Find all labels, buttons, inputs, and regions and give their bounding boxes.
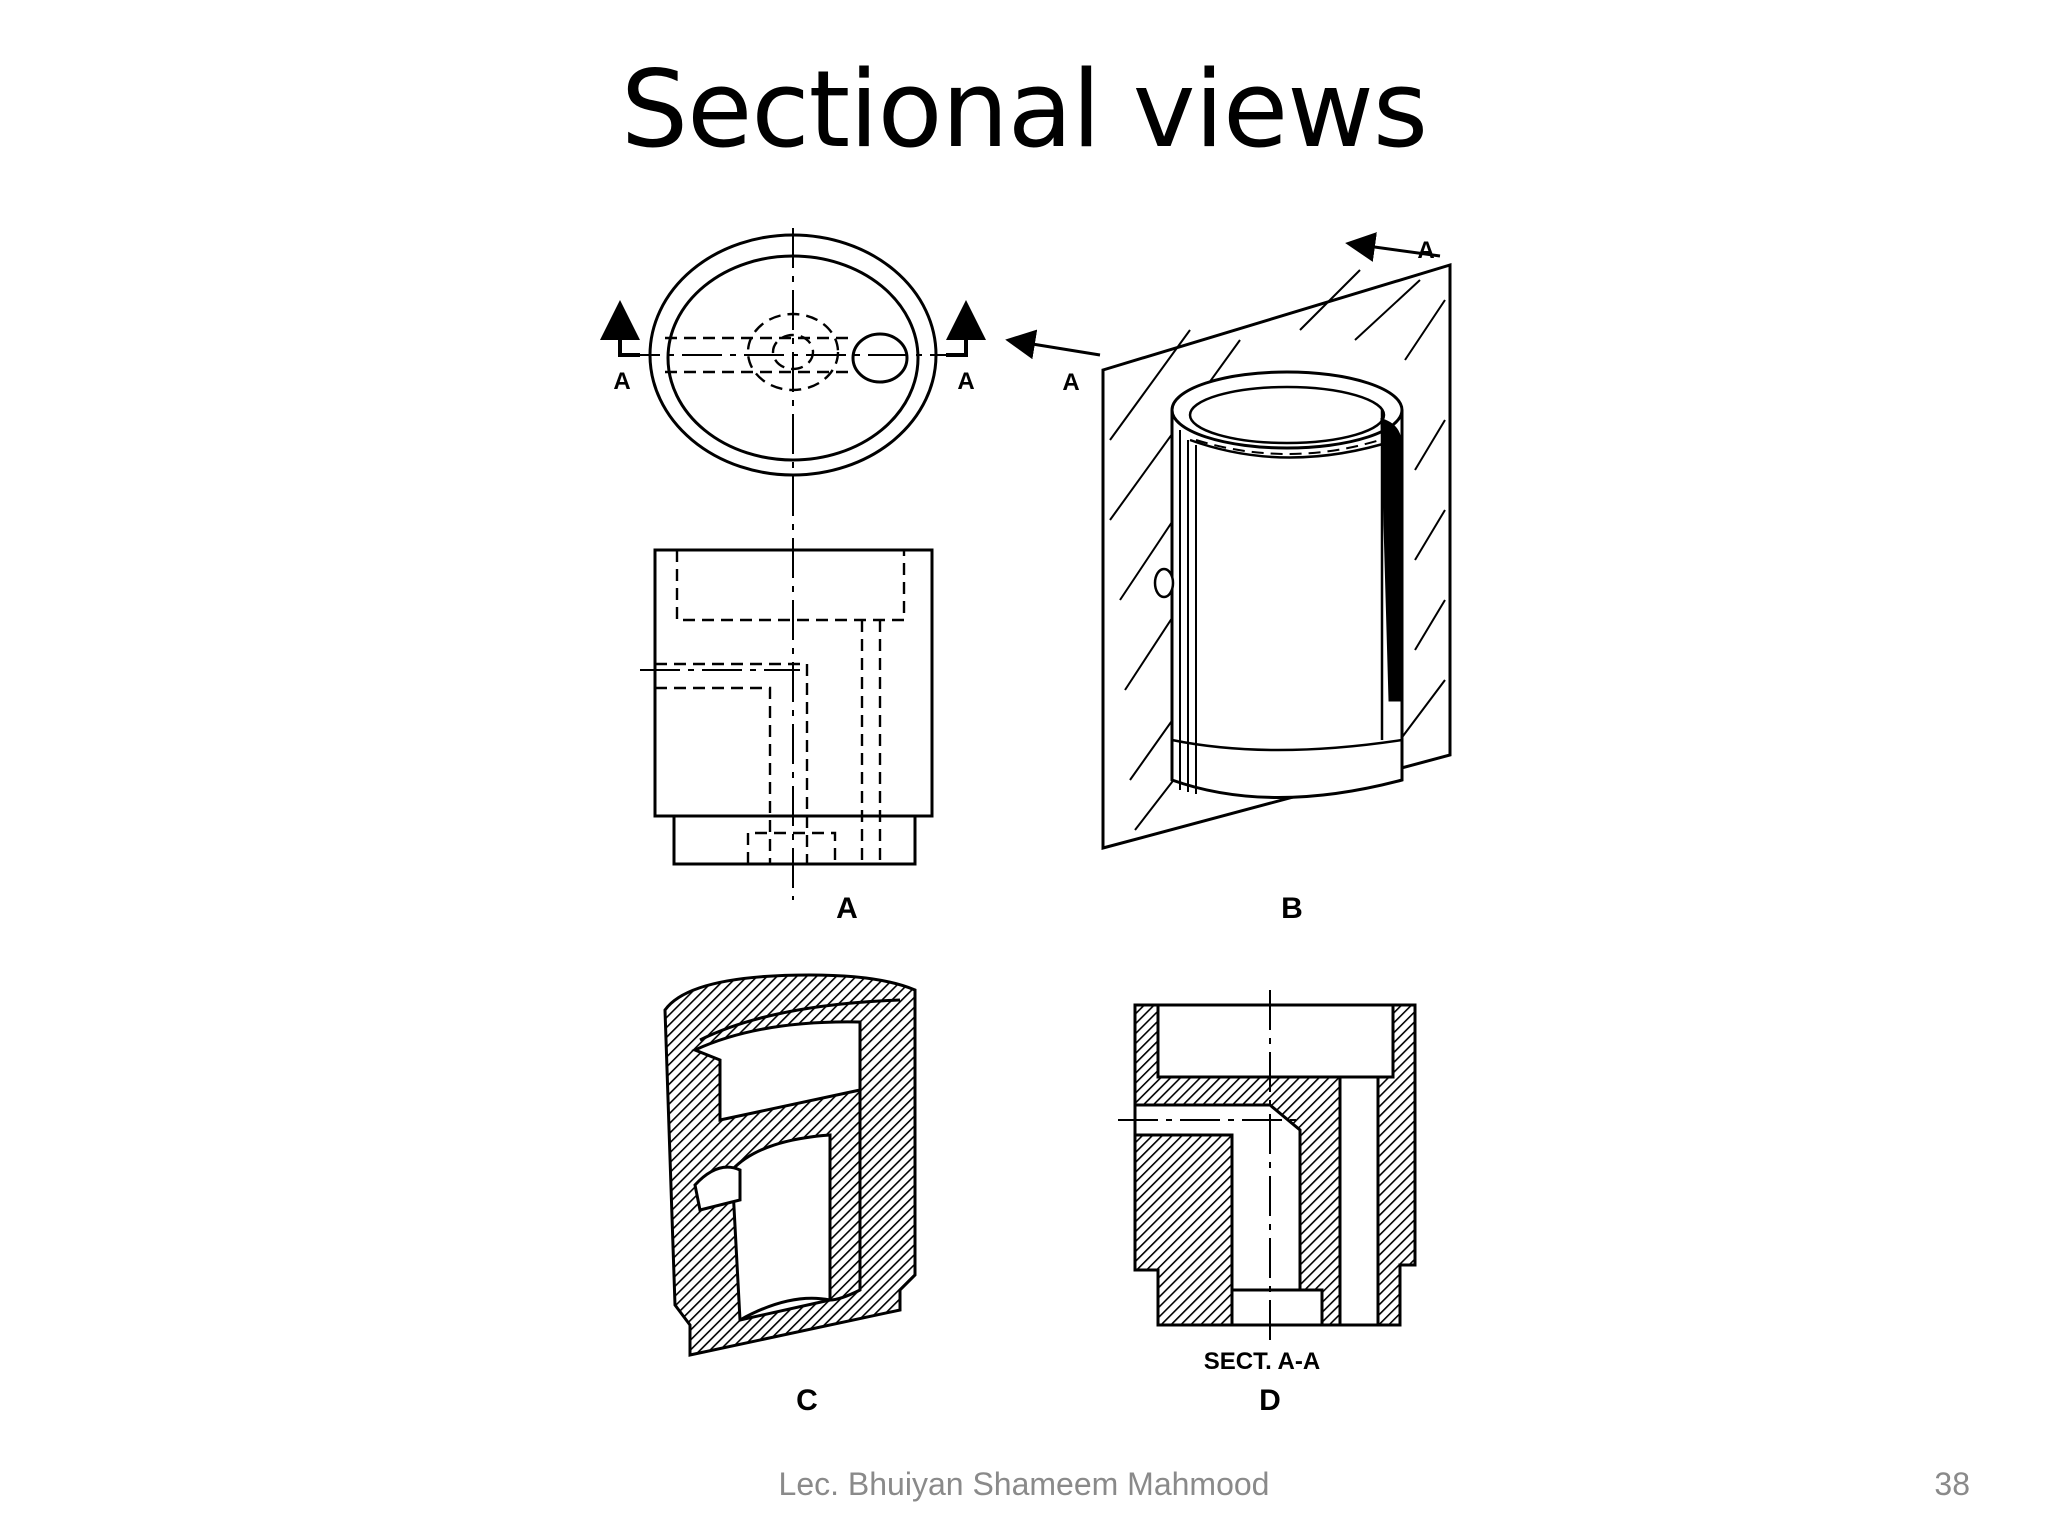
panel-label-a: A: [836, 892, 858, 925]
panel-label-b: B: [1281, 892, 1303, 925]
top-view-side-hole: [851, 332, 909, 384]
plane-arrow-label-left: A: [1062, 369, 1079, 396]
panel-label-d: D: [1259, 1384, 1281, 1417]
front-view: [640, 548, 934, 866]
cutting-plane-left-mark: [600, 300, 640, 357]
section-caption: SECT. A-A: [1204, 1348, 1320, 1375]
panel-label-c: C: [796, 1384, 818, 1417]
page-number: 38: [1934, 1466, 1970, 1502]
plane-arrow-label-right: A: [1417, 237, 1434, 264]
panel-c-cutaway-pictorial: [663, 973, 917, 1357]
panel-b-cutting-plane-pictorial: [1005, 232, 1452, 850]
cutting-plane-label-right: A: [957, 368, 974, 395]
footer-lecturer: Lec. Bhuiyan Shameem Mahmood: [778, 1466, 1270, 1502]
panel-a-orthographic: [600, 228, 986, 900]
slide-title: Sectional views: [620, 48, 1428, 171]
cutting-plane-label-left: A: [613, 368, 630, 395]
panel-d-section-view: [1118, 990, 1417, 1340]
pictorial-cylinder: [1170, 410, 1404, 799]
cutting-plane-right-mark: [946, 300, 986, 357]
